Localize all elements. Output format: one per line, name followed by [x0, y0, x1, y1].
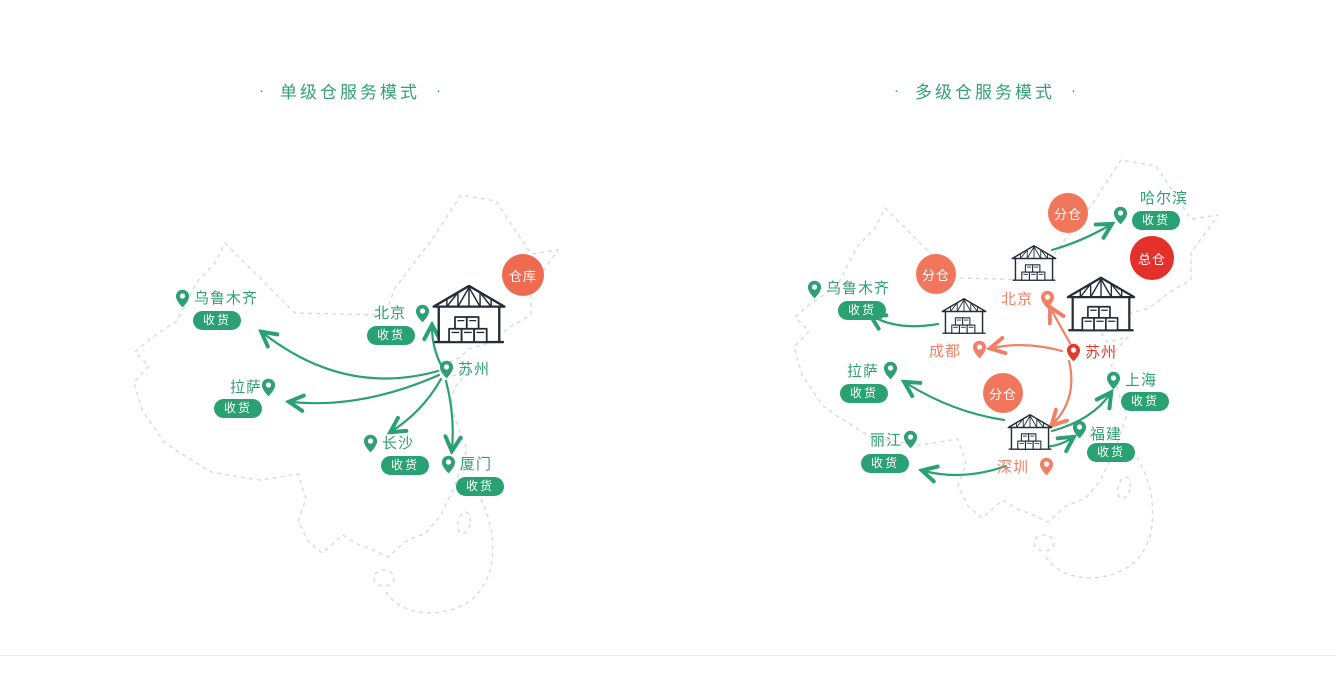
xiamen-label: 厦门 — [460, 456, 493, 473]
fujian-label: 福建 — [1090, 426, 1123, 443]
suzhou-pin — [439, 360, 454, 379]
chengdu-sub-warehouse-icon — [941, 297, 987, 335]
arrow-suzhou-to-lasa — [291, 373, 441, 403]
changsha-label: 长沙 — [382, 435, 415, 452]
lasa-pin — [261, 378, 276, 397]
arrow-shenzhenhub-to-lasa — [906, 383, 1006, 422]
beijing-pin — [415, 304, 430, 323]
arrow-shenzhenhub-to-lijiang — [924, 466, 1008, 475]
shanghai-label: 上海 — [1125, 372, 1158, 389]
urumqi-receive-badge-right: 收货 — [838, 301, 887, 320]
suzhou-hub-pin — [1066, 343, 1081, 362]
shenzhen-sub-warehouse-icon — [1007, 413, 1053, 451]
beijing-sub-warehouse-icon — [1011, 244, 1057, 282]
chengdu-sub-warehouse-circle-badge: 分仓 — [916, 254, 956, 294]
arrow-shenzhenhub-to-shanghai — [1050, 394, 1110, 433]
china-map-left — [133, 194, 559, 614]
urumqi-receive-badge: 收货 — [193, 311, 242, 330]
left-panel-title: · 单级仓服务模式 · — [175, 78, 525, 103]
arrow-suzhou-to-urumqi — [263, 333, 440, 380]
shanghai-receive-badge: 收货 — [1121, 392, 1170, 411]
warehouse-circle-badge: 仓库 — [502, 254, 544, 296]
fujian-receive-badge: 收货 — [1087, 443, 1136, 462]
arrow-suzhou-to-chengdu-hub — [992, 345, 1064, 351]
haerbin-pin — [1113, 206, 1128, 225]
lijiang-label: 丽江 — [870, 432, 903, 449]
total-warehouse-circle-badge: 总仓 — [1130, 236, 1174, 280]
arrow-beijinghub-to-haerbin — [1050, 225, 1110, 252]
lasa-receive-badge: 收货 — [214, 399, 263, 418]
beijing-receive-badge: 收货 — [367, 326, 416, 345]
arrow-suzhou-to-beijing — [432, 327, 444, 369]
fujian-pin — [1072, 420, 1087, 439]
title-dot: · — [259, 82, 264, 99]
urumqi-label: 乌鲁木齐 — [194, 290, 259, 307]
lijiang-receive-badge: 收货 — [861, 454, 910, 473]
right-title-text: 多级仓服务模式 — [915, 83, 1055, 102]
urumqi-pin-right — [807, 280, 822, 299]
xiamen-receive-badge: 收货 — [456, 477, 505, 496]
bottom-divider — [0, 655, 1336, 656]
urumqi-label-right: 乌鲁木齐 — [826, 280, 891, 297]
arrow-suzhou-to-changsha — [392, 377, 443, 431]
changsha-pin — [363, 434, 378, 453]
title-dot: · — [1071, 82, 1076, 99]
haerbin-receive-badge: 收货 — [1132, 211, 1181, 230]
changsha-receive-badge: 收货 — [381, 456, 430, 475]
xiamen-pin — [441, 455, 456, 474]
single-warehouse-icon — [432, 283, 506, 345]
title-dot: · — [894, 82, 899, 99]
beijing-label: 北京 — [374, 305, 407, 322]
title-dot: · — [436, 82, 441, 99]
right-panel-title: · 多级仓服务模式 · — [810, 78, 1160, 103]
shanghai-pin — [1106, 371, 1121, 390]
chengdu-hub-pin — [972, 340, 987, 359]
lasa-receive-badge-right: 收货 — [840, 384, 889, 403]
arrow-suzhou-to-shenzhen-hub — [1053, 359, 1073, 424]
arrow-suzhou-to-xiamen — [446, 379, 453, 449]
shenzhen-hub-label: 深圳 — [997, 459, 1030, 476]
total-warehouse-icon — [1066, 275, 1136, 333]
lasa-pin-right — [883, 361, 898, 380]
haerbin-label: 哈尔滨 — [1140, 190, 1189, 207]
suzhou-hub-label: 苏州 — [1085, 344, 1118, 361]
shenzhen-sub-warehouse-circle-badge: 分仓 — [983, 373, 1023, 413]
left-title-text: 单级仓服务模式 — [280, 83, 420, 102]
urumqi-pin — [175, 289, 190, 308]
beijing-hub-label: 北京 — [1001, 291, 1034, 308]
chengdu-hub-label: 成都 — [929, 343, 962, 360]
lijiang-pin — [903, 430, 918, 449]
arrow-suzhou-to-beijing-hub — [1051, 309, 1072, 345]
lasa-label-right: 拉萨 — [847, 363, 880, 380]
shenzhen-hub-pin — [1039, 457, 1054, 476]
suzhou-label: 苏州 — [458, 361, 491, 378]
beijing-hub-pin — [1040, 290, 1055, 309]
lasa-label: 拉萨 — [230, 379, 263, 396]
beijing-sub-warehouse-circle-badge: 分仓 — [1048, 193, 1088, 233]
